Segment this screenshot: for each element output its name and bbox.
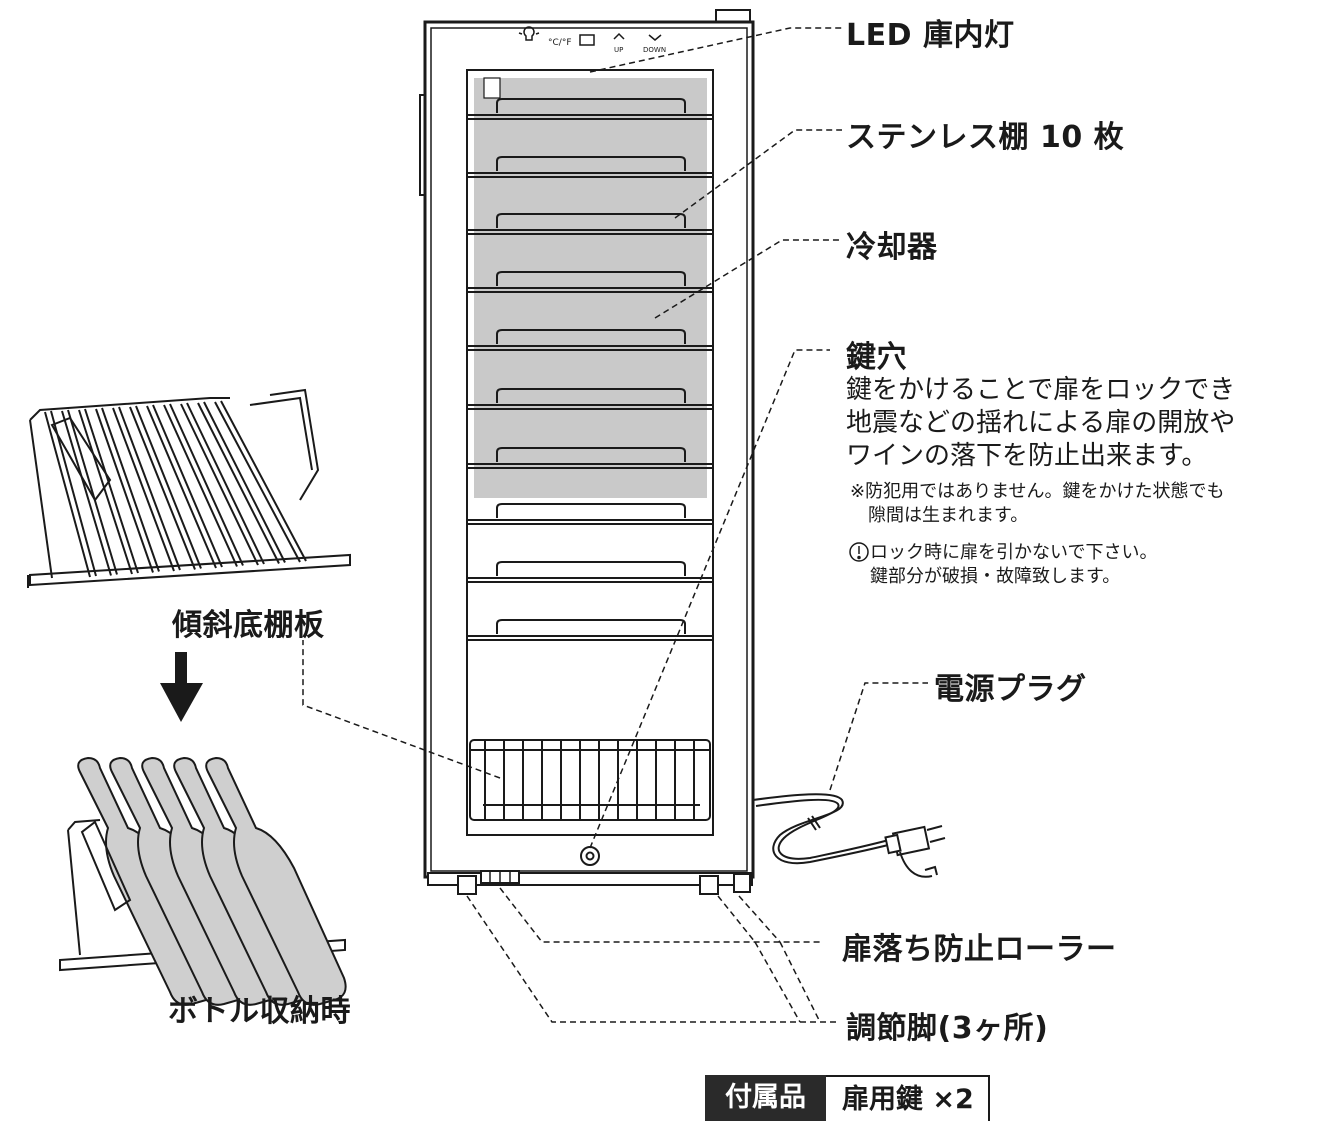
door-roller-label: 扉落ち防止ローラー: [842, 932, 1117, 967]
shelf: [467, 98, 713, 120]
leg-right: [699, 875, 719, 895]
warning-icon: [849, 542, 869, 562]
bottom-rack: [469, 739, 711, 821]
keyhole-label: 鍵穴: [846, 340, 907, 375]
keyhole-desc-line3: ワインの落下を防止出来ます。: [846, 441, 1208, 471]
shelf: [467, 447, 713, 469]
leader-lines: [302, 27, 928, 1023]
chevron-down-icon: [648, 34, 662, 41]
bulb-icon: [523, 26, 535, 41]
bottle: [205, 756, 347, 1006]
keyhole-desc-line2: 地震などの揺れによる扉の開放や: [846, 408, 1236, 438]
rectangle-icon: [579, 34, 595, 46]
power-plug-label: 電源プラグ: [934, 672, 1087, 707]
shelf: [467, 213, 713, 235]
tilted-shelf-empty: [27, 388, 351, 588]
shelf: [467, 561, 713, 583]
adjustable-legs-label: 調節脚(3ヶ所): [846, 1011, 1049, 1046]
shelf: [467, 156, 713, 178]
keyhole-note1-line2: 隙間は生まれます。: [868, 505, 1029, 526]
keyhole-note2-line2: 鍵部分が破損・故障致します。: [870, 566, 1121, 587]
power-cord: [752, 793, 946, 878]
down-label: DOWN: [643, 46, 666, 54]
accessories-label: 付属品: [705, 1075, 826, 1121]
shelf: [467, 503, 713, 525]
shelf: [467, 619, 713, 641]
keyhole-desc-line1: 鍵をかけることで扉をロックでき: [846, 375, 1236, 405]
led-light-label: LED 庫内灯: [846, 18, 1015, 53]
bottles-on-shelf: [59, 756, 347, 1006]
temp-unit-icon: °C/°F: [548, 38, 572, 48]
tilted-shelf-label: 傾斜底棚板: [172, 608, 325, 643]
keyhole-note2-line1: ロック時に扉を引かないで下さい。: [870, 542, 1158, 563]
keyhole-note1-line1: ※防犯用ではありません。鍵をかけた状態でも: [850, 481, 1225, 502]
down-arrow-icon: [160, 652, 203, 722]
shelf: [467, 329, 713, 351]
leg-left: [457, 875, 477, 895]
accessories-item: 扉用鍵 ×2: [826, 1075, 990, 1121]
up-label: UP: [614, 46, 623, 54]
control-panel: [518, 26, 662, 46]
accessories-badge: 付属品 扉用鍵 ×2: [705, 1075, 990, 1121]
shelf: [467, 271, 713, 293]
cooler-label: 冷却器: [846, 230, 938, 265]
shelf: [467, 388, 713, 410]
bottle-storage-label: ボトル収納時: [168, 994, 351, 1029]
shelves: [467, 98, 713, 641]
chevron-up-icon: [613, 32, 625, 40]
plug-icon: [884, 825, 946, 878]
shelves-label: ステンレス棚 10 枚: [846, 120, 1125, 155]
